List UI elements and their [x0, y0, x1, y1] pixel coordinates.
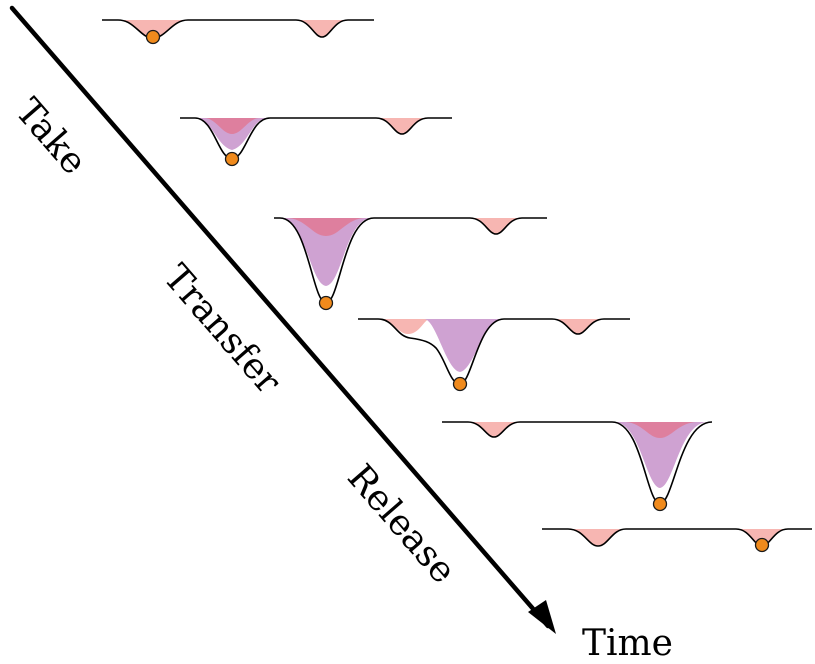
- well-fill-mid: [614, 422, 708, 488]
- well-fill-dark: [624, 422, 698, 438]
- potential-curve: [442, 421, 713, 505]
- well-fill-mid: [195, 118, 268, 150]
- time-arrow: [9, 5, 551, 629]
- release-label: Release: [339, 457, 463, 591]
- well-fill-light: [470, 218, 522, 234]
- well-fill-light: [568, 529, 626, 546]
- well-fill-dark: [204, 118, 260, 134]
- potential-curve: [542, 528, 812, 547]
- take-label: Take: [7, 91, 94, 183]
- time-label: Time: [582, 623, 673, 664]
- particle: [318, 295, 334, 311]
- potential-row-6: [542, 528, 812, 553]
- particle: [452, 376, 468, 392]
- potential-row-4: [358, 318, 630, 392]
- particle: [224, 151, 240, 167]
- well-fill-light: [468, 422, 520, 437]
- well-fill-light: [118, 20, 188, 38]
- well-fill-light: [376, 118, 428, 134]
- particle: [145, 29, 161, 45]
- potential-row-1: [102, 19, 374, 45]
- well-fill-light: [296, 20, 348, 37]
- potential-curve: [180, 117, 452, 160]
- well-fill-light: [738, 529, 786, 546]
- potential-row-5: [442, 421, 713, 512]
- well-fill-light: [378, 319, 430, 334]
- transfer-label: Transfer: [155, 257, 289, 402]
- well-fill-mid: [278, 218, 372, 286]
- potential-curve: [102, 19, 374, 39]
- potential-curve: [274, 217, 547, 304]
- potential-row-3: [274, 217, 547, 311]
- time-arrow-head: [528, 600, 556, 634]
- particle: [754, 537, 770, 553]
- well-fill-dark: [286, 218, 366, 236]
- particle: [652, 496, 668, 512]
- well-fill-mid: [424, 319, 502, 372]
- potential-row-2: [180, 117, 452, 167]
- well-fill-light: [552, 319, 604, 334]
